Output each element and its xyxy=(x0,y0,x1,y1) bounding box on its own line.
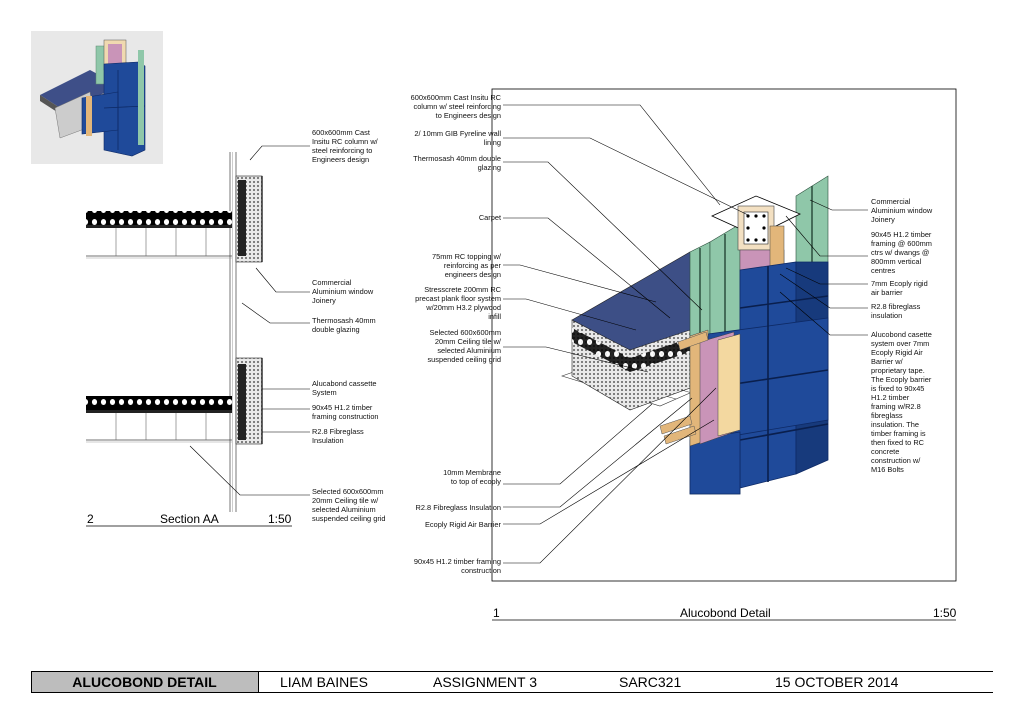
title-block-assignment: ASSIGNMENT 3 xyxy=(433,674,537,690)
section-label-rc-column: 600x600mm Cast Insitu RC column w/ steel… xyxy=(312,128,378,164)
section-label-double-glazing: Thermosash 40mm double glazing xyxy=(312,316,376,334)
detail-label-air-barrier: Ecoply Rigid Air Barrier xyxy=(425,520,501,529)
section-label-insulation: R2.8 Fibreglass Insulation xyxy=(312,427,364,445)
section-number: 2 xyxy=(87,512,94,526)
detail-label-gib-lining: 2/ 10mm GIB Fyreline wall lining xyxy=(414,129,501,147)
detail-label-timber-dwangs: 90x45 H1.2 timber framing @ 600mm ctrs w… xyxy=(871,230,932,275)
detail-label-double-glazing: Thermosash 40mm double glazing xyxy=(413,154,501,172)
detail-label-fibreglass: R2.8 Fibreglass Insulation xyxy=(415,503,501,512)
detail-number: 1 xyxy=(493,606,500,620)
detail-label-ecoply-barrier: 7mm Ecoply rigid air barrier xyxy=(871,279,928,297)
detail-label-membrane: 10mm Membrane to top of ecoply xyxy=(443,468,501,486)
section-label-timber-framing: 90x45 H1.2 timber framing construction xyxy=(312,403,379,421)
section-title: Section AA xyxy=(160,512,219,526)
section-label-alucobond-system: Alucabond cassette System xyxy=(312,379,377,397)
section-aa-drawing xyxy=(86,145,310,527)
title-block-date: 15 OCTOBER 2014 xyxy=(775,674,899,690)
title-block-frame xyxy=(31,671,993,693)
detail-label-rc-topping: 75mm RC topping w/ reinforcing as per en… xyxy=(431,252,501,279)
thumbnail-3d-view xyxy=(31,31,163,164)
detail-label-timber-framing: 90x45 H1.2 timber framing construction xyxy=(413,557,501,575)
detail-scale: 1:50 xyxy=(933,606,957,620)
detail-label-rc-column: 600x600mm Cast Insitu RC column w/ steel… xyxy=(410,93,501,120)
detail-label-r28-insulation: R2.8 fibreglass insulation xyxy=(871,302,921,320)
section-label-window-joinery: Commercial Aluminium window Joinery xyxy=(312,278,374,305)
detail-label-carpet: Carpet xyxy=(478,213,501,222)
alucobond-detail-drawing xyxy=(491,88,957,621)
detail-label-ceiling-tile: Selected 600x600mm 20mm Ceiling tile w/ … xyxy=(427,328,501,364)
detail-label-window-joinery: Commercial Aluminium window Joinery xyxy=(871,197,933,224)
detail-label-alucobond-casette: Alucobond casette system over 7mm Ecoply… xyxy=(871,330,932,474)
detail-label-floor-system: Stresscrete 200mm RC precast plank floor… xyxy=(415,285,501,321)
detail-title: Alucobond Detail xyxy=(680,606,771,620)
title-block-author: LIAM BAINES xyxy=(280,674,368,690)
title-block-course: SARC321 xyxy=(619,674,682,690)
section-scale: 1:50 xyxy=(268,512,292,526)
title-block-drawing-title: ALUCOBOND DETAIL xyxy=(72,674,217,690)
section-label-ceiling-tile: Selected 600x600mm 20mm Ceiling tile w/ … xyxy=(312,487,386,523)
